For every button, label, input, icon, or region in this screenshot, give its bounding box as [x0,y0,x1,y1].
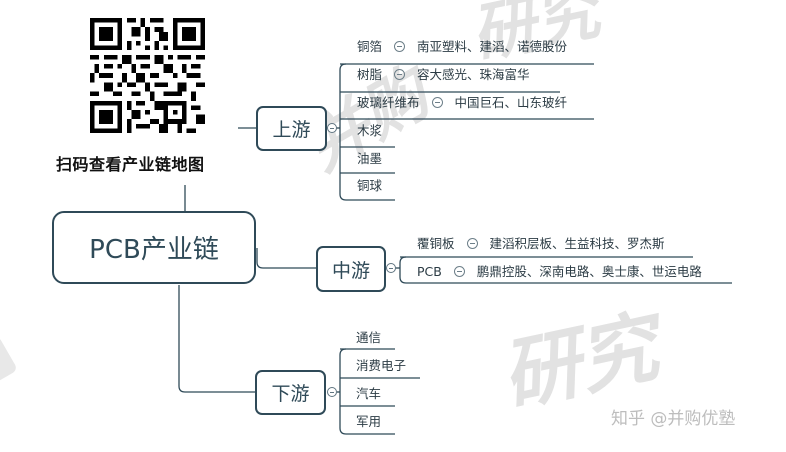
leaf-military[interactable]: 军用 [356,414,381,430]
leaf-label: 覆铜板 [417,236,455,251]
leaf-label: 树脂 [357,67,383,82]
leaf-label: PCB [417,264,442,279]
leaf-label: 木浆 [357,123,383,138]
qr-caption: 扫码查看产业链地图 [56,155,205,174]
leaf-label: 铜球 [357,178,383,193]
leaf-label: 油墨 [357,151,383,166]
collapse-icon[interactable] [453,266,465,277]
leaf-label: 汽车 [356,386,382,401]
leaf-detail: 建滔积层板、生益科技、罗杰斯 [489,236,665,251]
branch-node-upstream[interactable]: 上游 [256,106,327,151]
leaf-detail: 容大感光、珠海富华 [417,67,530,82]
leaf-glass-fiber-cloth[interactable]: 玻璃纤维布 中国巨石、山东玻纤 [357,95,567,111]
leaf-automotive[interactable]: 汽车 [356,386,381,402]
leaf-pcb[interactable]: PCB 鹏鼎控股、深南电路、奥士康、世运电路 [417,264,702,280]
collapse-icon[interactable] [394,41,406,52]
root-label: PCB产业链 [89,235,219,265]
leaf-label: 通信 [356,330,382,345]
branch-node-downstream[interactable]: 下游 [255,370,326,415]
collapse-icon[interactable] [466,238,478,249]
branch-label: 中游 [331,259,370,282]
leaf-copper-foil[interactable]: 铜箔 南亚塑料、建滔、诺德股份 [357,39,567,55]
leaf-detail: 中国巨石、山东玻纤 [454,95,568,110]
branch-label: 下游 [271,383,310,405]
leaf-telecom[interactable]: 通信 [356,330,381,346]
branch-node-midstream[interactable]: 中游 [316,246,386,292]
leaf-ink[interactable]: 油墨 [357,151,382,167]
collapse-icon[interactable] [431,97,443,108]
leaf-consumer-electronics[interactable]: 消费电子 [356,358,406,374]
leaf-label: 军用 [356,414,382,429]
leaf-wood-pulp[interactable]: 木浆 [357,123,382,139]
leaf-ccl[interactable]: 覆铜板 建滔积层板、生益科技、罗杰斯 [417,236,665,252]
leaf-resin[interactable]: 树脂 容大感光、珠海富华 [357,67,530,83]
collapse-icon[interactable] [394,69,406,80]
leaf-copper-ball[interactable]: 铜球 [357,178,382,194]
collapse-icon[interactable] [327,123,337,133]
credit-watermark: 知乎 @并购优塾 [611,409,736,429]
qr-code[interactable] [90,18,205,133]
branch-label: 上游 [272,119,311,141]
leaf-label: 消费电子 [356,358,407,373]
leaf-label: 铜箔 [357,39,383,54]
collapse-icon[interactable] [327,387,337,397]
leaf-detail: 南亚塑料、建滔、诺德股份 [417,39,568,54]
leaf-detail: 鹏鼎控股、深南电路、奥士康、世运电路 [476,264,702,279]
root-node[interactable]: PCB产业链 [52,211,256,284]
leaf-label: 玻璃纤维布 [357,95,420,110]
collapse-icon[interactable] [386,263,396,273]
